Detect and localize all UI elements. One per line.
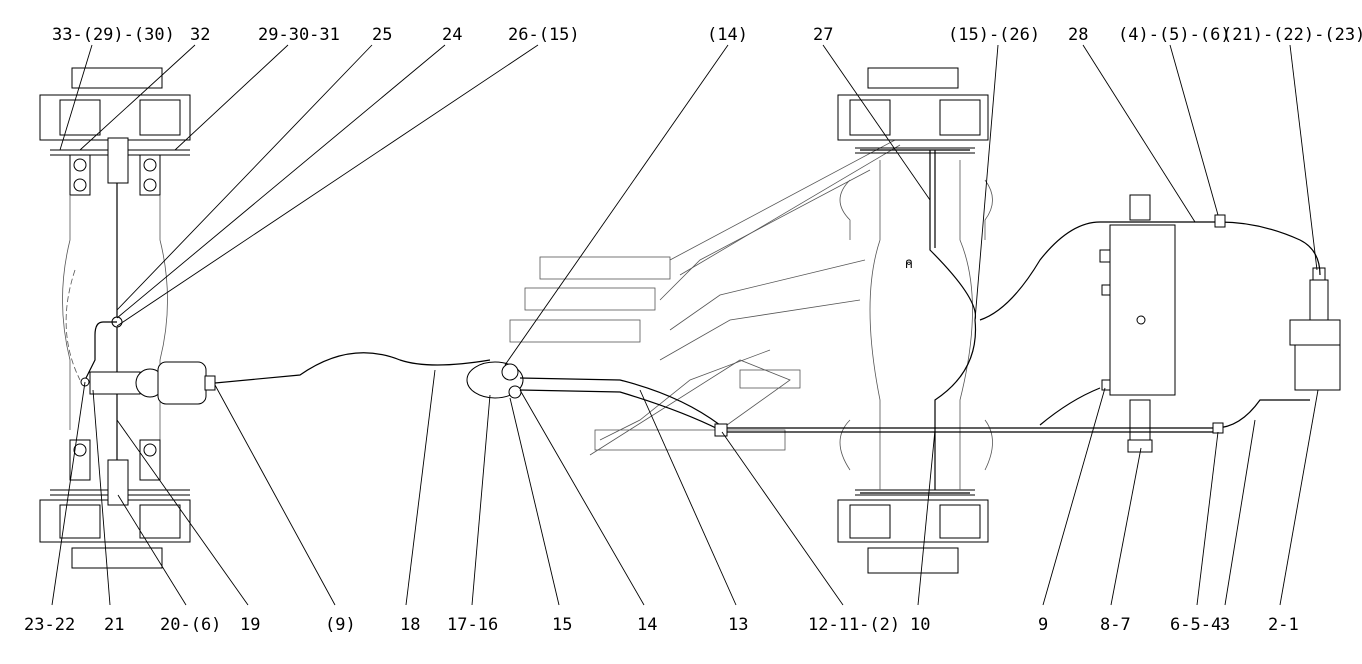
callout-bottom-15: 6-5-4 [1170, 615, 1221, 635]
callout-top-12: (21)-(22)-(23) [1222, 25, 1362, 45]
pipe-network [214, 149, 1321, 494]
callout-top-2: 32 [190, 25, 210, 45]
callout-bottom-17: 2-1 [1268, 615, 1299, 635]
callout-bottom-12: 10 [910, 615, 930, 635]
callout-bottom-13: 9 [1038, 615, 1048, 635]
callout-bottom-3: 20-(6) [160, 615, 221, 635]
callout-bottom-11: 12-11-(2) [808, 615, 900, 635]
frame-outline [509, 139, 901, 456]
callout-top-5: 24 [442, 25, 462, 45]
callout-top-1: 33-(29)-(30) [52, 25, 175, 45]
callout-bottom-8: 15 [552, 615, 572, 635]
callout-bottom-9: 14 [637, 615, 657, 635]
leader-lines [51, 44, 1319, 606]
callout-bottom-7: 17-16 [447, 615, 498, 635]
callout-bottom-2: 21 [104, 615, 124, 635]
bottom-callouts: 23-22 21 20-(6) 19 (9) 18 17-16 15 14 13… [24, 615, 1299, 635]
right-axle-assembly: ⍝ [837, 67, 993, 574]
left-axle-assembly [39, 67, 216, 569]
top-callouts: 33-(29)-(30) 32 29-30-31 25 24 26-(15) (… [52, 25, 1362, 45]
callout-top-6: 26-(15) [508, 25, 580, 45]
callout-top-9: (15)-(26) [948, 25, 1040, 45]
callout-top-7: (14) [707, 25, 748, 45]
callout-top-4: 25 [372, 25, 392, 45]
dryer-assembly [1289, 267, 1341, 391]
callout-bottom-10: 13 [728, 615, 748, 635]
callout-top-11: (4)-(5)-(6) [1118, 25, 1231, 45]
callout-top-10: 28 [1068, 25, 1088, 45]
callout-bottom-4: 19 [240, 615, 260, 635]
callout-bottom-5: (9) [325, 615, 356, 635]
air-tank [1099, 194, 1176, 453]
callout-top-3: 29-30-31 [258, 25, 340, 45]
callout-bottom-16: 3 [1220, 615, 1230, 635]
svg-text:⍝: ⍝ [905, 257, 913, 272]
callout-top-8: 27 [813, 25, 833, 45]
callout-bottom-14: 8-7 [1100, 615, 1131, 635]
callout-bottom-1: 23-22 [24, 615, 75, 635]
callout-bottom-6: 18 [400, 615, 420, 635]
